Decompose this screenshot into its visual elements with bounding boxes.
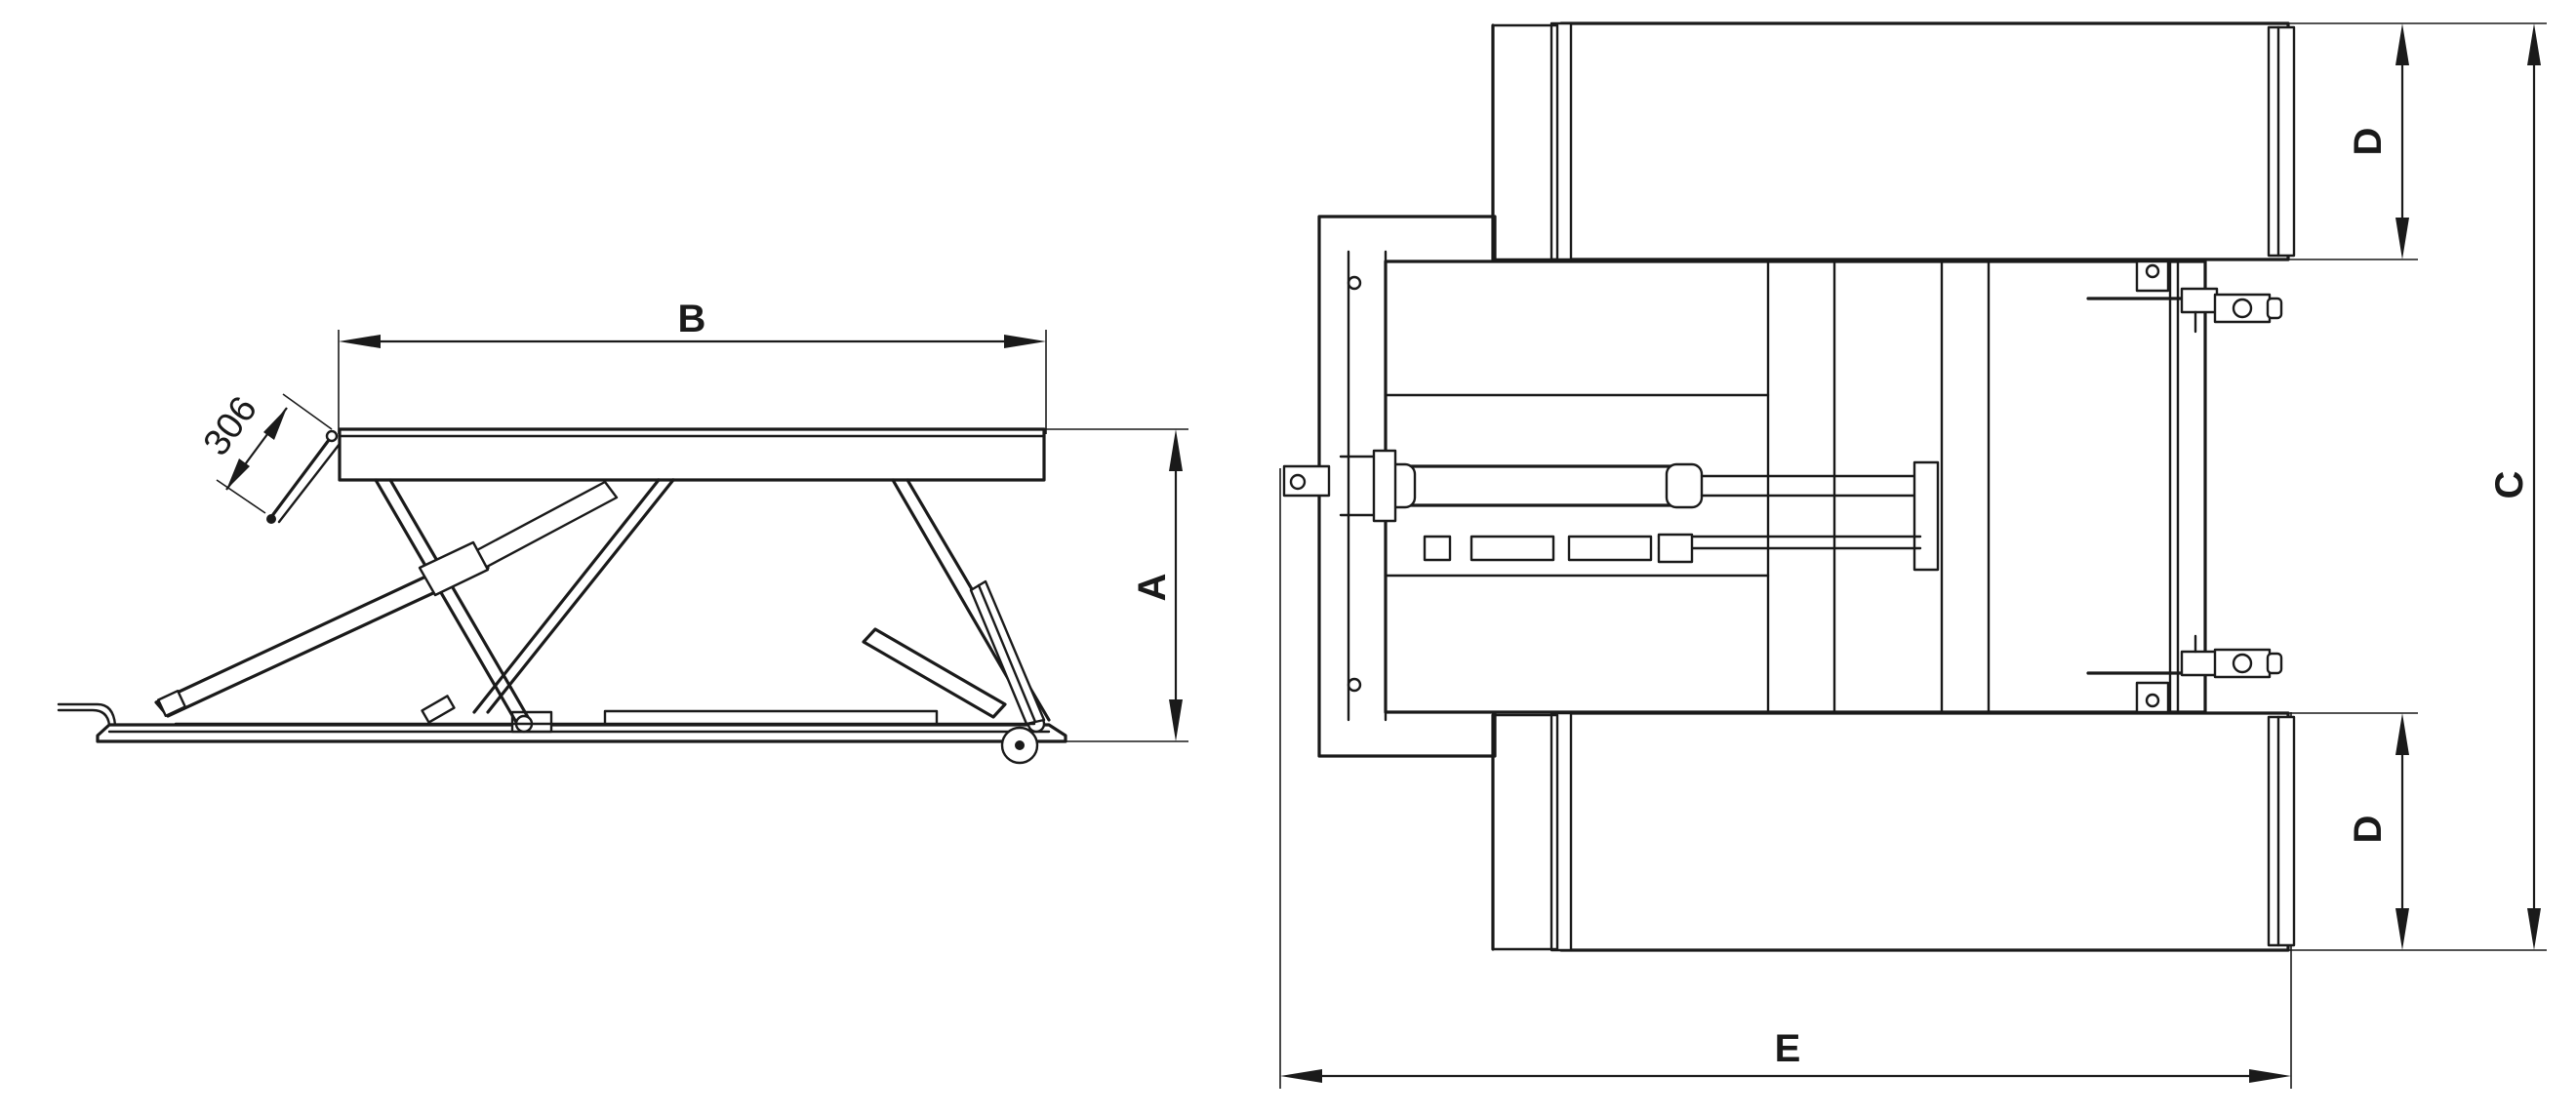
label-e: E xyxy=(1775,1027,1801,1070)
label-b: B xyxy=(678,298,706,340)
dimension-a: A xyxy=(1025,428,1188,742)
control-row xyxy=(1423,533,1922,564)
label-d-bottom: D xyxy=(2347,816,2390,844)
hydraulic-cylinder-top xyxy=(1339,449,1940,572)
dimension-d-top: D xyxy=(2288,23,2418,260)
lock-assembly-upper xyxy=(2086,259,2283,334)
tread-bottom xyxy=(1491,713,1559,951)
scissor-arms xyxy=(374,478,1051,734)
dimension-b: B xyxy=(338,298,1047,434)
label-c: C xyxy=(2488,471,2531,499)
platform-top xyxy=(1550,21,2296,261)
label-d-top: D xyxy=(2347,128,2390,156)
side-view: B 306 A xyxy=(57,298,1188,765)
tread-top xyxy=(1491,23,1559,261)
base-frame xyxy=(57,702,1067,765)
safety-lock xyxy=(421,579,1046,726)
ramp xyxy=(266,429,342,524)
label-a: A xyxy=(1131,574,1174,602)
platform xyxy=(338,427,1046,482)
dimension-306: 306 xyxy=(196,389,333,514)
dimension-d-bottom: D xyxy=(2288,712,2418,950)
lock-assembly-lower xyxy=(2086,634,2283,714)
top-view: C D D E xyxy=(1279,21,2547,1089)
dimension-c: C xyxy=(2288,22,2547,951)
platform-bottom xyxy=(1550,711,2296,952)
hydraulic-cylinder xyxy=(154,480,1036,726)
